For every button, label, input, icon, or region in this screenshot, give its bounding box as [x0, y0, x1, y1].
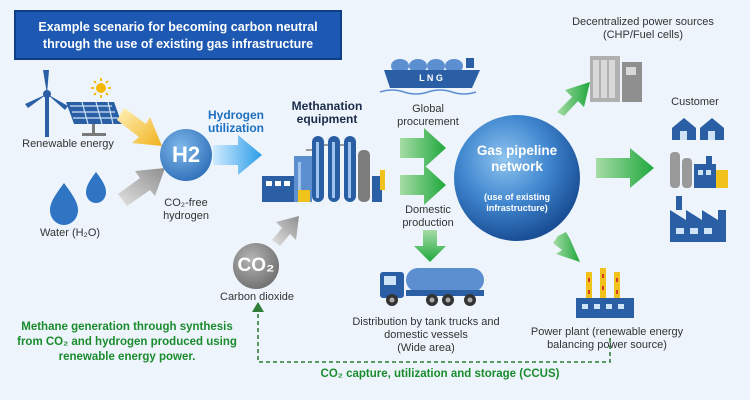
factory-icon [670, 196, 726, 242]
global-procurement-label-2: procurement [397, 116, 459, 128]
distribution-label-2: domestic vessels [384, 329, 468, 341]
co2-bubble-label: CO₂ [237, 255, 275, 276]
decentralized-label-2: (CHP/Fuel cells) [602, 29, 684, 41]
wind-turbine-icon [25, 70, 68, 137]
power-plant-label-1: Power plant (renewable energy [530, 326, 684, 338]
co2-to-methanation-arrow [272, 216, 299, 246]
co2-free-hydrogen-label-1: CO₂-free [164, 197, 208, 209]
carbon-dioxide-label: Carbon dioxide [220, 291, 294, 303]
network-title-2: network [491, 159, 543, 174]
houses-icon [672, 118, 724, 140]
fuel-cell-icon [590, 56, 642, 102]
water-label: Water (H₂O) [39, 227, 101, 239]
network-to-decentralized-arrow [557, 82, 590, 116]
renewable-energy-label: Renewable energy [22, 138, 114, 150]
solar-panel-icon [66, 101, 122, 136]
sun-icon [91, 78, 111, 98]
commercial-facility-icon [670, 152, 728, 188]
decentralized-label-1: Decentralized power sources [572, 16, 714, 28]
renewable-to-hydrogen-arrow [117, 108, 162, 146]
hydrogen-utilization-label-1: Hydrogen [207, 108, 264, 122]
methane-note-3: renewable energy power. [58, 351, 196, 363]
domestic-production-label-1: Domestic [405, 204, 451, 216]
lng-ship-icon [379, 58, 480, 95]
hydrogen-bubble-label: H2 [171, 142, 201, 167]
co2-free-hydrogen-label-2: hydrogen [163, 210, 209, 222]
ccus-label: CO₂ capture, utilization and storage (CC… [320, 368, 560, 380]
methanation-label-2: equipment [296, 112, 358, 126]
global-to-network-arrow [400, 128, 446, 168]
network-to-customer-arrow [596, 148, 654, 188]
power-plant-icon [576, 268, 634, 318]
distribution-label-3: (Wide area) [397, 342, 455, 354]
methane-note-2: from CO₂ and hydrogen produced using [17, 336, 237, 348]
co2-bubble [233, 243, 279, 289]
hydrogen-bubble [160, 129, 212, 181]
methane-note-1: Methane generation through synthesis [21, 321, 233, 333]
distribution-label-1: Distribution by tank trucks and [352, 316, 500, 328]
global-procurement-label-1: Global [412, 103, 444, 115]
network-subtitle-1: (use of existing [483, 192, 550, 202]
title-line-1: Example scenario for becoming carbon neu… [38, 20, 318, 34]
hydrogen-utilization-label-2: utilization [208, 121, 264, 135]
network-to-powerplant-arrow [553, 232, 580, 262]
methanation-equipment-icon [262, 136, 385, 202]
water-drop-icon [50, 172, 106, 225]
tank-truck-icon [380, 268, 484, 306]
power-plant-label-2: balancing power source) [547, 339, 667, 351]
network-title-1: Gas pipeline [476, 143, 558, 158]
water-to-hydrogen-arrow [118, 168, 165, 206]
title-line-2: through the use of existing gas infrastr… [42, 37, 314, 51]
hydrogen-to-methanation-arrow [213, 135, 262, 175]
domestic-production-label-2: production [402, 217, 454, 229]
ccus-arrowhead [252, 302, 264, 312]
customer-label: Customer [671, 96, 719, 108]
gas-pipeline-globe [454, 115, 580, 241]
title-banner: Example scenario for becoming carbon neu… [14, 10, 342, 60]
domestic-to-distribution-arrow [414, 230, 446, 262]
network-subtitle-2: infrastructure) [486, 203, 548, 213]
ccus-return-path [257, 308, 611, 363]
methanation-label-1: Methanation [291, 99, 363, 113]
lng-ship-label: L N G [419, 73, 443, 83]
domestic-to-network-arrow [400, 165, 446, 205]
